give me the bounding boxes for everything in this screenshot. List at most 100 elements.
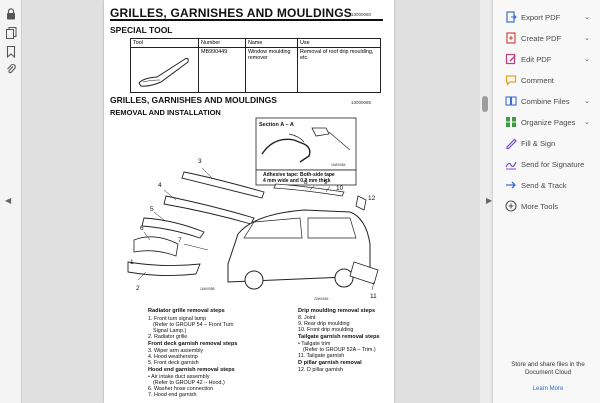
collapse-left-panel-icon[interactable]: ◀ <box>5 196 12 205</box>
edit-pdf-icon <box>505 53 517 65</box>
part-number: 2 <box>136 285 140 292</box>
diagram-code-left: 16W0088 <box>200 287 215 291</box>
part-number: 3 <box>198 158 202 165</box>
title-rule <box>110 19 383 21</box>
chevron-down-icon[interactable]: ⌄ <box>584 14 590 21</box>
part-number: 11 <box>370 293 377 300</box>
part-number: 6 <box>140 225 144 232</box>
tool-use: Removal of roof drip moulding, etc. <box>297 47 381 93</box>
scrollbar-thumb[interactable] <box>482 96 488 112</box>
table-header-number: Number <box>198 38 246 48</box>
step-line: 5. Front deck garnish <box>148 360 199 366</box>
step-line: 10. Front drip moulding <box>298 327 354 333</box>
table-header-name: Name <box>245 38 298 48</box>
vertical-scrollbar[interactable] <box>480 0 490 403</box>
fill-sign-icon <box>505 137 517 149</box>
export-pdf-icon <box>505 11 517 23</box>
create-pdf-icon <box>505 32 517 44</box>
tool-name: Window moulding remover <box>245 47 298 93</box>
step-line: 2. Radiator grille <box>148 334 188 340</box>
exploded-parts-diagram: Section A – A 16W0084 Adhesive tape: Bot… <box>127 117 379 301</box>
chevron-down-icon[interactable]: ⌄ <box>584 35 590 42</box>
adhesive-line1: Adhesive tape: Both-side tape <box>263 172 335 178</box>
adhesive-note-box <box>255 169 357 186</box>
left-toolbar: ◀ <box>0 0 22 403</box>
attachment-icon[interactable] <box>4 62 18 76</box>
tools-panel: Export PDF ⌄ Create PDF ⌄ Edit PDF ⌄ Com… <box>492 0 600 403</box>
tool-fill-sign[interactable]: Fill & Sign <box>493 133 600 153</box>
step-line: 12. D pillar garnish <box>298 367 343 373</box>
tool-create-pdf[interactable]: Create PDF ⌄ <box>493 28 600 48</box>
tool-number: MB990449 <box>198 47 246 93</box>
step-line: Signal Lamp.) <box>153 328 187 334</box>
d-pillar-steps-heading: D pillar garnish removal <box>298 360 362 366</box>
tool-export-pdf[interactable]: Export PDF ⌄ <box>493 7 600 27</box>
part-number: 5 <box>150 206 154 213</box>
tool-send-for-signature[interactable]: Send for Signature <box>493 154 600 174</box>
learn-more-link[interactable]: Learn More <box>532 386 564 392</box>
hood-end-steps-heading: Hood end garnish removal steps <box>148 367 235 373</box>
step-line: (Refer to GROUP 52A – Trim.) <box>303 347 376 353</box>
send-signature-icon <box>505 158 517 170</box>
step-line: 3. Wiper arm assembly <box>148 348 204 354</box>
part-number: 12 <box>368 195 376 202</box>
part-number: 1 <box>130 259 134 266</box>
section-code: 13000085 <box>351 100 372 105</box>
subsection-title: REMOVAL AND INSTALLATION <box>110 108 221 117</box>
part-number: 8 <box>304 179 308 186</box>
front-deck-steps-heading: Front deck garnish removal steps <box>148 341 238 347</box>
send-track-icon <box>505 179 517 191</box>
organize-pages-icon <box>505 116 517 128</box>
document-viewport: GRILLES, GARNISHES AND MOULDINGS 1300006… <box>22 0 490 403</box>
drip-steps-heading: Drip moulding removal steps <box>298 308 376 314</box>
section-label: Section A – A <box>259 122 294 128</box>
special-tool-table: Tool Number Name Use M <box>130 38 381 93</box>
window-moulding-remover-illustration <box>138 57 189 87</box>
special-tool-heading: SPECIAL TOOL <box>110 25 173 35</box>
tool-comment[interactable]: Comment <box>493 70 600 90</box>
step-line: • Tailgate trim <box>298 341 331 347</box>
page-title: GRILLES, GARNISHES AND MOULDINGS <box>110 6 352 20</box>
step-line: 11. Tailgate garnish <box>298 353 345 359</box>
section-title: GRILLES, GARNISHES AND MOULDINGS <box>110 95 277 105</box>
step-line: 6. Washer hose connection <box>148 386 214 392</box>
table-row: MB990449 Window moulding remover Removal… <box>130 47 381 93</box>
part-number: 9 <box>324 179 328 186</box>
tailgate-steps-heading: Tailgate garnish removal steps <box>298 334 380 340</box>
title-code: 13000060 <box>351 12 372 17</box>
step-line: 1. Front turn signal lamp <box>148 316 207 322</box>
tool-edit-pdf[interactable]: Edit PDF ⌄ <box>493 49 600 69</box>
pages-thumbnail-icon[interactable] <box>4 26 18 40</box>
lock-icon[interactable] <box>4 7 18 21</box>
table-header-tool: Tool <box>130 38 199 48</box>
step-line: 4. Hood weatherstrip <box>148 354 198 360</box>
tool-image-cell <box>130 47 199 93</box>
chevron-down-icon[interactable]: ⌄ <box>584 56 590 63</box>
table-header-use: Use <box>297 38 381 48</box>
callout-code: 16W0084 <box>331 163 346 167</box>
collapse-right-panel-icon[interactable]: ▶ <box>486 196 493 205</box>
step-line: • Air intake duct assembly <box>148 374 210 380</box>
comment-icon <box>505 74 517 86</box>
step-line: (Refer to GROUP 42 – Hood.) <box>153 380 225 386</box>
diagram-code-bottom: 20W0064 <box>314 297 329 301</box>
part-number: 10 <box>336 185 344 192</box>
radiator-steps-heading: Radiator grille removal steps <box>148 308 225 314</box>
part-number: 4 <box>158 182 162 189</box>
step-line: (Refer to GROUP 54 – Front Turn <box>153 322 234 328</box>
tool-organize-pages[interactable]: Organize Pages ⌄ <box>493 112 600 132</box>
adhesive-line2: 4 mm wide and 0.2 mm thick <box>263 178 331 184</box>
step-line: 7. Hood end garnish <box>148 392 197 398</box>
tool-more-tools[interactable]: More Tools <box>493 196 600 216</box>
tool-combine-files[interactable]: Combine Files ⌄ <box>493 91 600 111</box>
bookmark-icon[interactable] <box>4 45 18 59</box>
part-number: 7 <box>178 237 182 244</box>
more-tools-icon <box>505 200 517 212</box>
tool-send-track[interactable]: Send & Track <box>493 175 600 195</box>
chevron-down-icon[interactable]: ⌄ <box>584 98 590 105</box>
pdf-page: GRILLES, GARNISHES AND MOULDINGS 1300006… <box>104 0 394 403</box>
chevron-down-icon[interactable]: ⌄ <box>584 119 590 126</box>
step-line: 8. Joint <box>298 315 316 321</box>
step-line: 9. Rear drip moulding <box>298 321 350 327</box>
